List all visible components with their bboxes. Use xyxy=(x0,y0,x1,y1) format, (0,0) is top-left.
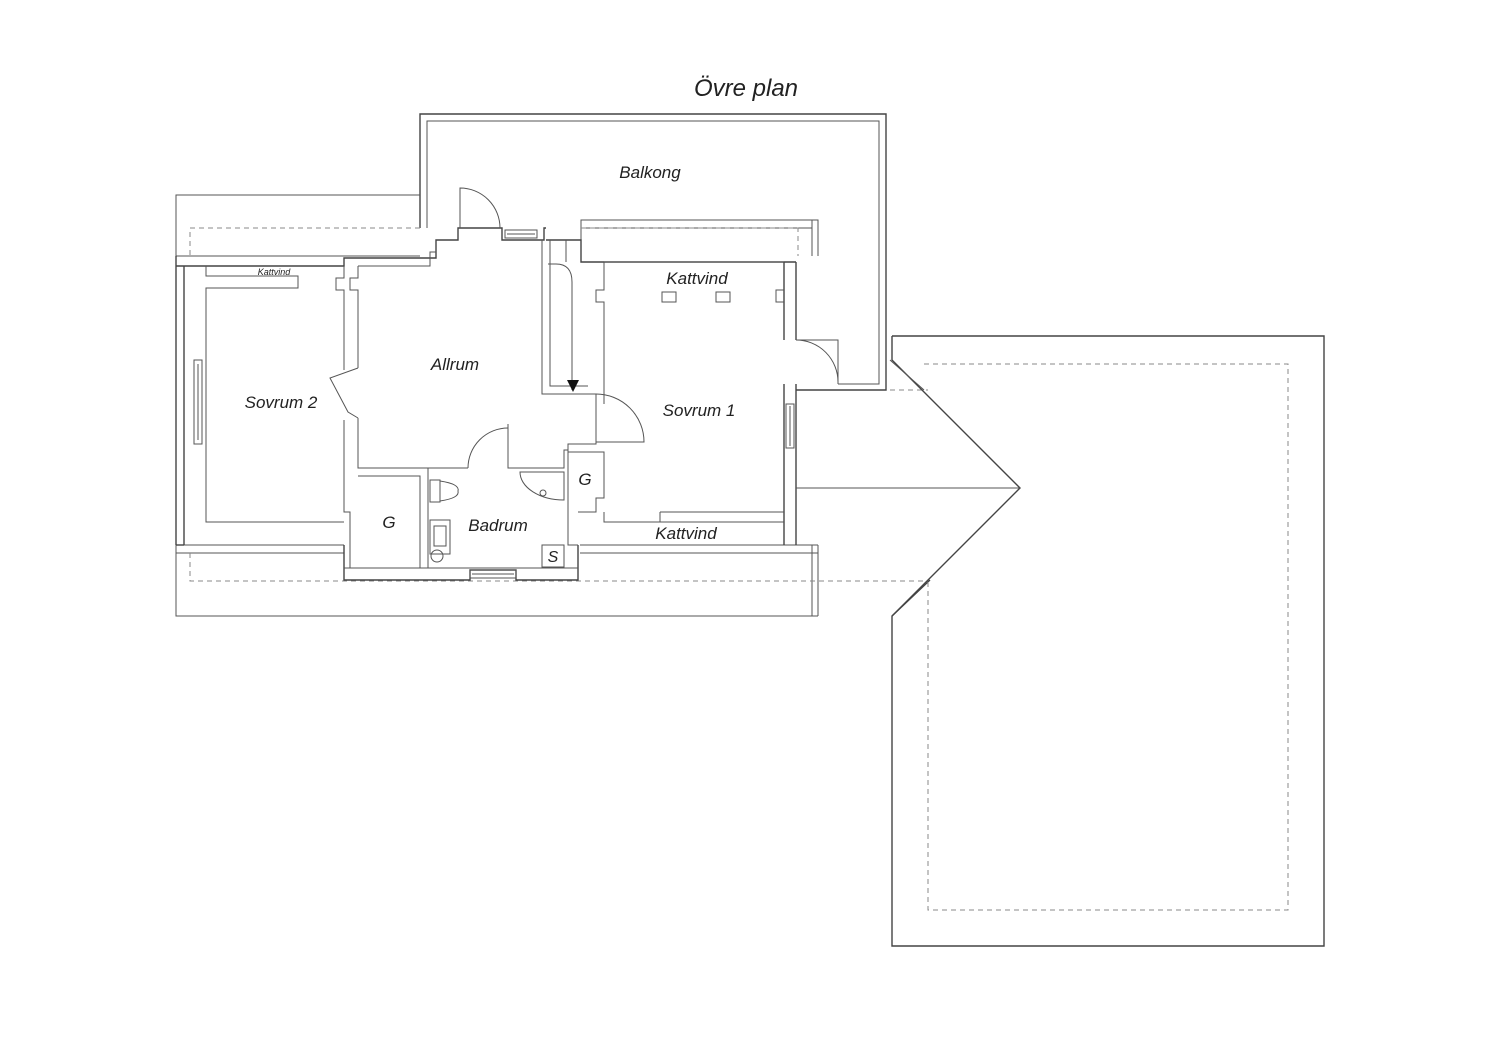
stair-arrow-icon xyxy=(567,380,579,392)
windows xyxy=(193,229,795,579)
label-sovrum-1: Sovrum 1 xyxy=(663,401,736,420)
room-labels: Balkong Kattvind Kattvind Kattvind Allru… xyxy=(245,163,736,566)
shower-icon xyxy=(519,471,565,501)
label-kattvind-bottom: Kattvind xyxy=(655,524,717,543)
label-kattvind-small: Kattvind xyxy=(258,267,292,277)
label-sovrum-2: Sovrum 2 xyxy=(245,393,318,412)
label-balkong: Balkong xyxy=(619,163,681,182)
label-kattvind-top: Kattvind xyxy=(666,269,728,288)
balcony xyxy=(419,113,887,391)
sink-icon xyxy=(429,519,451,555)
label-allrum: Allrum xyxy=(430,355,479,374)
doors xyxy=(329,187,839,469)
exterior-walls xyxy=(175,227,797,581)
toilet-icon xyxy=(429,479,441,503)
bathroom-fixtures xyxy=(429,471,565,563)
label-badrum: Badrum xyxy=(468,516,528,535)
right-wing-roof xyxy=(796,335,1325,947)
interior-walls xyxy=(205,240,784,569)
label-g-left: G xyxy=(382,513,395,532)
label-s: S xyxy=(548,549,559,566)
plan-title: Övre plan xyxy=(694,75,798,102)
label-g-right: G xyxy=(578,470,591,489)
